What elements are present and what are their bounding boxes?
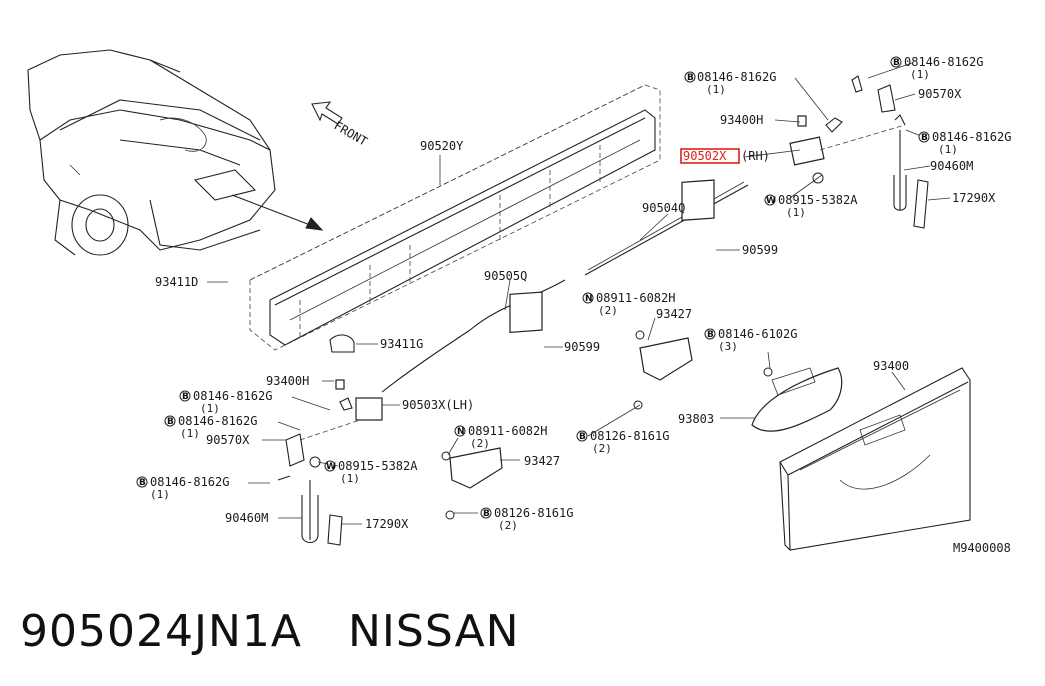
callout-93803: 93803 (678, 412, 714, 426)
handle-assembly (751, 367, 843, 432)
rods-and-cables (381, 179, 749, 393)
qty: (1) (340, 472, 360, 485)
callout-90599-right: 90599 (742, 243, 778, 257)
callout-90599-left: 90599 (564, 340, 600, 354)
callout-08146-8162G-top: 08146-8162G (697, 70, 776, 84)
callout-08146-8162G-left1: 08146-8162G (193, 389, 272, 403)
callout-90502X-highlighted: 90502X (683, 149, 727, 163)
caption: 905024JN1A NISSAN (20, 606, 520, 657)
callout-90570X-right: 90570X (918, 87, 962, 101)
washer-prefix: W (766, 196, 776, 206)
callout-08126-8161G-top: 08126-8161G (590, 429, 669, 443)
qty: (2) (498, 519, 518, 532)
callout-93427-mid: 93427 (524, 454, 560, 468)
highlight-box (680, 148, 740, 164)
callout-90570X-left: 90570X (206, 433, 250, 447)
qty: (1) (200, 402, 220, 415)
callout-90520Y: 90520Y (420, 139, 464, 153)
truck-illustration (27, 49, 324, 256)
callout-90504Q: 90504Q (642, 201, 685, 215)
bolt-prefix: B (167, 417, 174, 427)
brand-caption: NISSAN (348, 606, 520, 657)
callout-17290X-right: 17290X (952, 191, 996, 205)
qty: (2) (598, 304, 618, 317)
qty: (1) (910, 68, 930, 81)
qty: (2) (592, 442, 612, 455)
qty: (1) (150, 488, 170, 501)
gate-protector-beam (249, 84, 661, 353)
part-number-caption: 905024JN1A (20, 606, 302, 657)
callout-90502X-side: (RH) (741, 149, 770, 163)
callout-08915-5382A-left: 08915-5382A (338, 459, 418, 473)
leader-lines (207, 62, 951, 525)
front-label: FRONT (332, 118, 370, 148)
hinge-brackets (441, 330, 693, 520)
callout-08146-6102G: 08146-6102G (718, 327, 797, 341)
callout-93411D: 93411D (155, 275, 198, 289)
callout-90503X: 90503X(LH) (402, 398, 474, 412)
figure-code: M9400008 (953, 541, 1011, 555)
callout-labels: 90520Y 90502X (RH) 93400H B 08146-8162G … (136, 55, 1011, 555)
callout-93400: 93400 (873, 359, 909, 373)
callout-93400H-left: 93400H (266, 374, 309, 388)
callout-08911-6082H-mid: 08911-6082H (468, 424, 547, 438)
qty: (1) (706, 83, 726, 96)
rh-latch-assembly (789, 75, 929, 229)
bolt-prefix: B (579, 432, 586, 442)
callout-90460M-left: 90460M (225, 511, 268, 525)
callout-90460M-right: 90460M (930, 159, 973, 173)
callout-08126-8161G-bottom: 08126-8161G (494, 506, 573, 520)
tailgate-panel (779, 367, 971, 551)
nut-prefix: N (457, 427, 465, 437)
callout-93411G: 93411G (380, 337, 423, 351)
bolt-prefix: B (707, 330, 714, 340)
callout-90505Q: 90505Q (484, 269, 527, 283)
callout-08911-6082H-top: 08911-6082H (596, 291, 675, 305)
callout-08146-8162G-right: 08146-8162G (932, 130, 1011, 144)
callout-08146-8162G-left2: 08146-8162G (178, 414, 257, 428)
qty: (1) (938, 143, 958, 156)
bolt-prefix: B (483, 509, 490, 519)
qty: (1) (180, 427, 200, 440)
bolt-prefix: B (893, 58, 900, 68)
callout-93427-top: 93427 (656, 307, 692, 321)
bolt-prefix: B (139, 478, 146, 488)
callout-93400H-right: 93400H (720, 113, 763, 127)
bolt-prefix: B (921, 133, 928, 143)
nut-prefix: N (585, 294, 593, 304)
qty: (2) (470, 437, 490, 450)
qty: (1) (786, 206, 806, 219)
bolt-prefix: B (687, 73, 694, 83)
washer-prefix: W (326, 462, 336, 472)
callout-17290X-left: 17290X (365, 517, 409, 531)
bolt-prefix: B (182, 392, 189, 402)
callout-08915-5382A-right: 08915-5382A (778, 193, 858, 207)
front-direction-indicator: FRONT (311, 101, 370, 149)
callout-08146-8162G-left3: 08146-8162G (150, 475, 229, 489)
qty: (3) (718, 340, 738, 353)
callout-08146-8162G-top-right: 08146-8162G (904, 55, 983, 69)
